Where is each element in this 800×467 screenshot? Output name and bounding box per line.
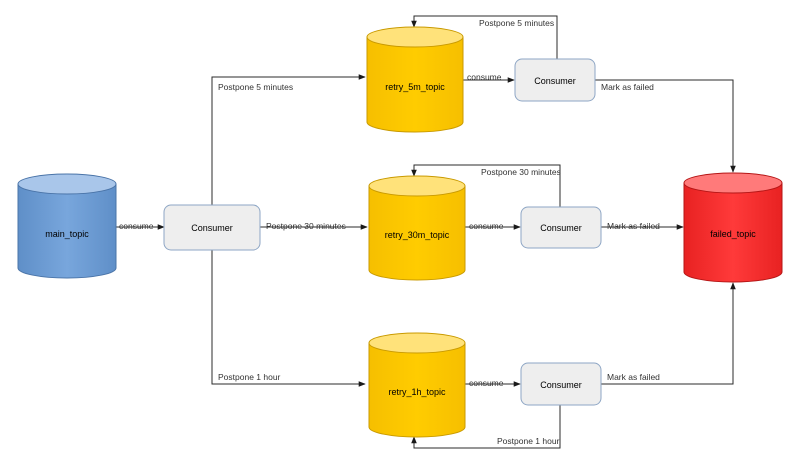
retry-30m-cylinder-top (368, 175, 466, 197)
main-topic-label: main_topic (45, 229, 89, 239)
consumer-5m-label: Consumer (534, 76, 576, 86)
edge-label-consume-1h: consume (469, 378, 504, 388)
edge-label-postpone-5-branch: Postpone 5 minutes (218, 82, 293, 92)
retry-5m-cylinder-top (366, 26, 464, 48)
edge-label-loop-1h: Postpone 1 hour (497, 436, 560, 446)
retry-30m-topic-label: retry_30m_topic (385, 230, 450, 240)
consumer-main-node[interactable]: Consumer (163, 204, 261, 251)
retry-5m-topic-label: retry_5m_topic (385, 82, 445, 92)
retry-1h-topic-node[interactable]: retry_1h_topic (368, 332, 466, 438)
main-topic-cylinder-body (17, 184, 117, 279)
consumer-1h-box (520, 362, 602, 406)
consumer-main-label: Consumer (191, 223, 233, 233)
edge-label-postpone-1h-branch: Postpone 1 hour (218, 372, 281, 382)
edge-label-consume-5m: consume (467, 72, 502, 82)
consumer-1h-node[interactable]: Consumer (520, 362, 602, 406)
failed-topic-cylinder-top (683, 172, 783, 194)
retry-5m-topic-node[interactable]: retry_5m_topic (366, 26, 464, 133)
edge-label-failed-30m: Mark as failed (607, 221, 660, 231)
failed-topic-node[interactable]: failed_topic (683, 172, 783, 283)
retry-1h-topic-label: retry_1h_topic (388, 387, 446, 397)
consumer-1h-label: Consumer (540, 380, 582, 390)
consumer-30m-label: Consumer (540, 223, 582, 233)
main-topic-node[interactable]: main_topic (17, 173, 117, 279)
edges: consume Postpone 5 minutes Postpone 30 m… (116, 15, 736, 449)
retry-30m-topic-node[interactable]: retry_30m_topic (368, 175, 466, 281)
edge-label-postpone-30-branch: Postpone 30 minutes (266, 221, 346, 231)
retry-30m-cylinder-body (368, 186, 466, 281)
main-topic-cylinder-top (17, 173, 117, 195)
edge-loop-30m (411, 164, 561, 207)
consumer-30m-node[interactable]: Consumer (520, 206, 602, 249)
retry-1h-cylinder-body (368, 343, 466, 438)
edge-postpone-1h-branch (211, 250, 366, 387)
edge-postpone-5-branch (211, 74, 366, 205)
failed-topic-cylinder-body (683, 183, 783, 283)
edge-label-consume-30m: consume (469, 221, 504, 231)
edge-loop-5m (411, 15, 558, 59)
consumer-5m-node[interactable]: Consumer (514, 58, 596, 102)
edge-label-loop-5m: Postpone 5 minutes (479, 18, 554, 28)
edge-label-loop-30m: Postpone 30 minutes (481, 167, 561, 177)
retry-1h-cylinder-top (368, 332, 466, 354)
edge-label-main-consume: consume (119, 221, 154, 231)
edge-label-failed-1h: Mark as failed (607, 372, 660, 382)
edge-label-failed-5m: Mark as failed (601, 82, 654, 92)
failed-topic-label: failed_topic (710, 229, 756, 239)
retry-5m-cylinder-body (366, 37, 464, 133)
consumer-main-box (163, 204, 261, 251)
edge-loop-1h (411, 405, 561, 449)
edge-failed-1h (601, 282, 736, 385)
consumer-5m-box (514, 58, 596, 102)
consumer-30m-box (520, 206, 602, 249)
edge-failed-5m (595, 79, 736, 173)
